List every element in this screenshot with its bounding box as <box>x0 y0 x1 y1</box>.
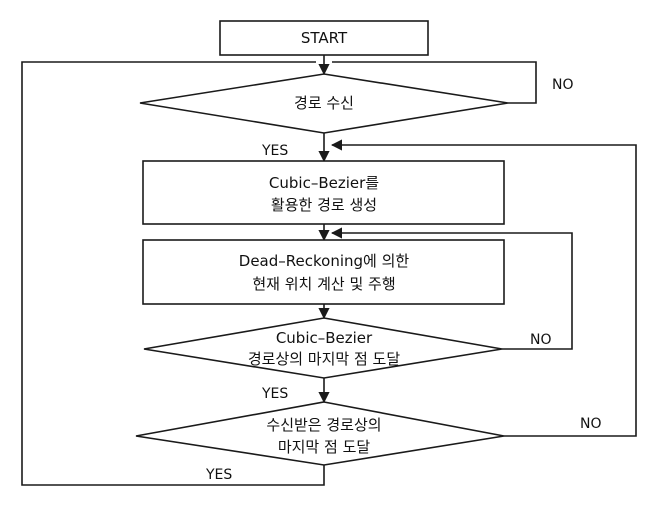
decision-receive-label: 경로 수신 <box>294 94 354 112</box>
decision-received-endpoint-node <box>135 401 505 466</box>
process-drive-node <box>142 239 505 305</box>
process-generate-node <box>142 160 505 225</box>
label-no-received-endpoint: NO <box>580 416 602 432</box>
label-yes-receive: YES <box>261 143 288 159</box>
edge-loop-left <box>21 61 325 486</box>
edge-received-no <box>330 139 637 437</box>
label-yes-endpoint: YES <box>261 386 288 402</box>
decision-received-endpoint-line2: 마지막 점 도달 <box>278 438 371 456</box>
process-generate-line1: Cubic–Bezier를 <box>269 174 379 192</box>
process-generate-line2: 활용한 경로 생성 <box>271 196 377 214</box>
start-label: START <box>301 29 348 47</box>
decision-endpoint-line1: Cubic–Bezier <box>276 329 373 347</box>
decision-receive-node <box>139 73 509 134</box>
connectors <box>21 55 637 486</box>
process-drive-line2: 현재 위치 계산 및 주행 <box>252 275 395 293</box>
label-no-receive: NO <box>552 77 574 93</box>
edge-endpoint-no <box>330 227 573 350</box>
label-no-endpoint: NO <box>530 332 552 348</box>
decision-endpoint-line2: 경로상의 마지막 점 도달 <box>248 350 401 368</box>
start-node <box>219 20 429 56</box>
process-drive-line1: Dead–Reckoning에 의한 <box>239 252 410 270</box>
label-yes-received-endpoint: YES <box>205 467 232 483</box>
decision-received-endpoint-line1: 수신받은 경로상의 <box>266 416 381 434</box>
edge-receive-no <box>332 61 537 104</box>
decision-endpoint-node <box>143 317 503 379</box>
